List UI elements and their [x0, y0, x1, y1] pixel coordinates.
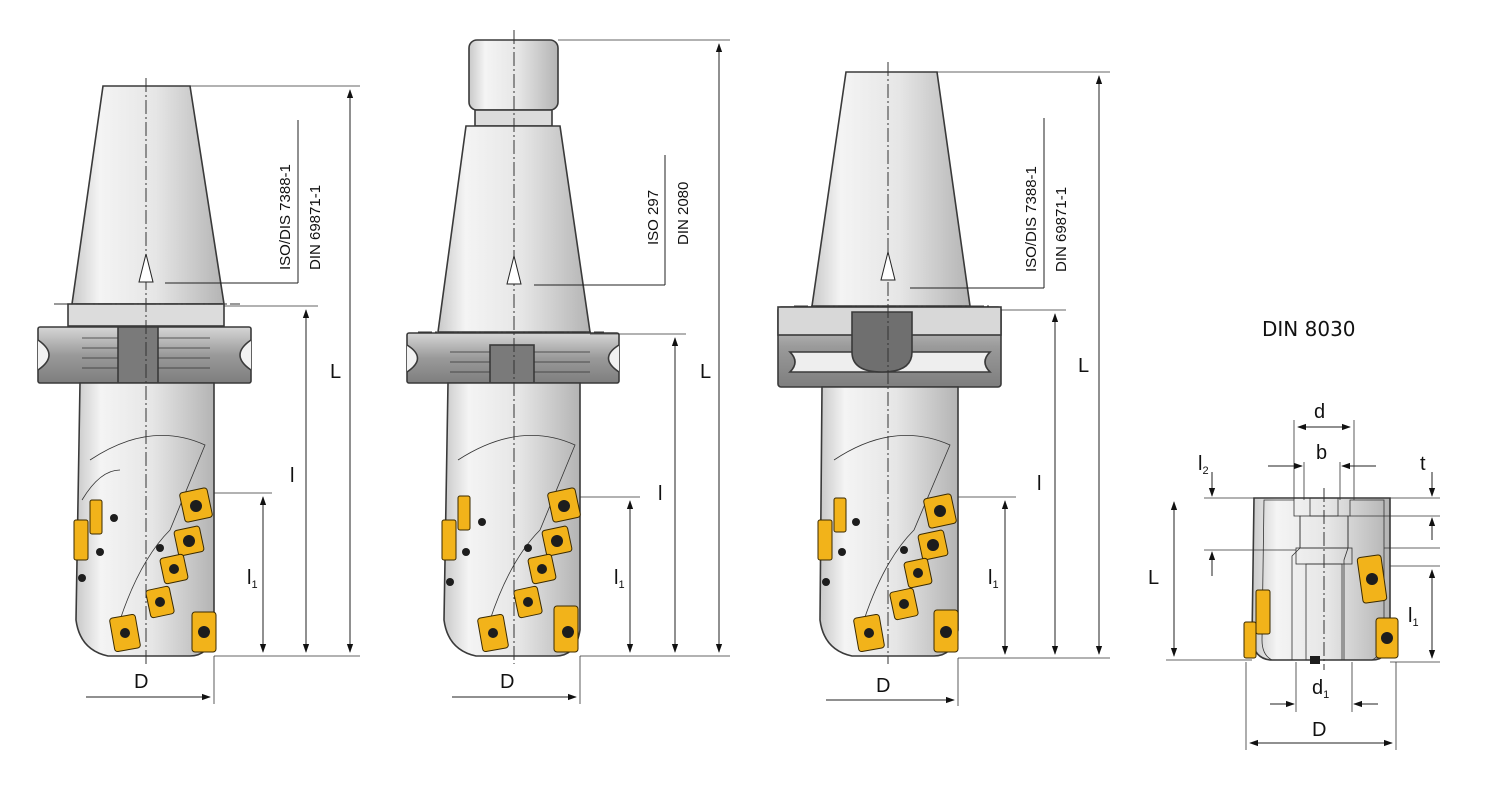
- dim-b: b: [1316, 442, 1327, 464]
- flange-icon: [37, 326, 252, 384]
- flange-icon: [777, 306, 1002, 388]
- standard-label-2: DIN 69871-1: [1053, 187, 1070, 272]
- dim-total-length: L: [330, 361, 341, 383]
- flange-icon: [406, 332, 620, 384]
- dim-total-length: L: [1078, 355, 1089, 377]
- dim-diameter: D: [134, 671, 148, 693]
- standard-label-1: ISO/DIS 7388-1: [1023, 166, 1040, 272]
- dim-d: d: [1314, 401, 1325, 423]
- milling-head-icon: [73, 382, 217, 657]
- shell-mill-title: DIN 8030: [1262, 317, 1356, 341]
- dim-diameter: D: [500, 671, 514, 693]
- shell-mill-body-icon: [1243, 497, 1399, 664]
- dim-diameter: D: [876, 675, 890, 697]
- dim-body-length: l: [290, 465, 294, 487]
- dim-D: D: [1312, 719, 1326, 741]
- dim-t: t: [1420, 453, 1426, 475]
- tool-3: ISO/DIS 7388-1 DIN 69871-1 L l l1 D: [777, 62, 1110, 706]
- tool-2: ISO 297 DIN 2080 L l l1 D: [406, 30, 730, 704]
- standard-label-1: ISO/DIS 7388-1: [277, 164, 294, 270]
- dim-l2: l2: [1198, 453, 1209, 477]
- dim-cut-length: l1: [614, 567, 625, 591]
- dim-body-length: l: [1037, 473, 1041, 495]
- dim-body-length: l: [658, 483, 662, 505]
- dim-d1: d1: [1312, 677, 1329, 701]
- tool-1: ISO/DIS 7388-1 DIN 69871-1 L l l1 D: [37, 78, 360, 704]
- dim-cut-length: l1: [247, 567, 258, 591]
- shell-mill: DIN 8030: [1148, 317, 1440, 750]
- dim-cut-length: l1: [988, 567, 999, 591]
- dim-total-length: L: [700, 361, 711, 383]
- milling-head-icon: [817, 386, 959, 657]
- milling-head-icon: [441, 382, 581, 657]
- dim-L: L: [1148, 567, 1159, 589]
- standard-label-1: ISO 297: [645, 190, 662, 245]
- standard-label-2: DIN 69871-1: [307, 185, 324, 270]
- dim-l1: l1: [1408, 605, 1419, 629]
- standard-label-2: DIN 2080: [675, 182, 692, 245]
